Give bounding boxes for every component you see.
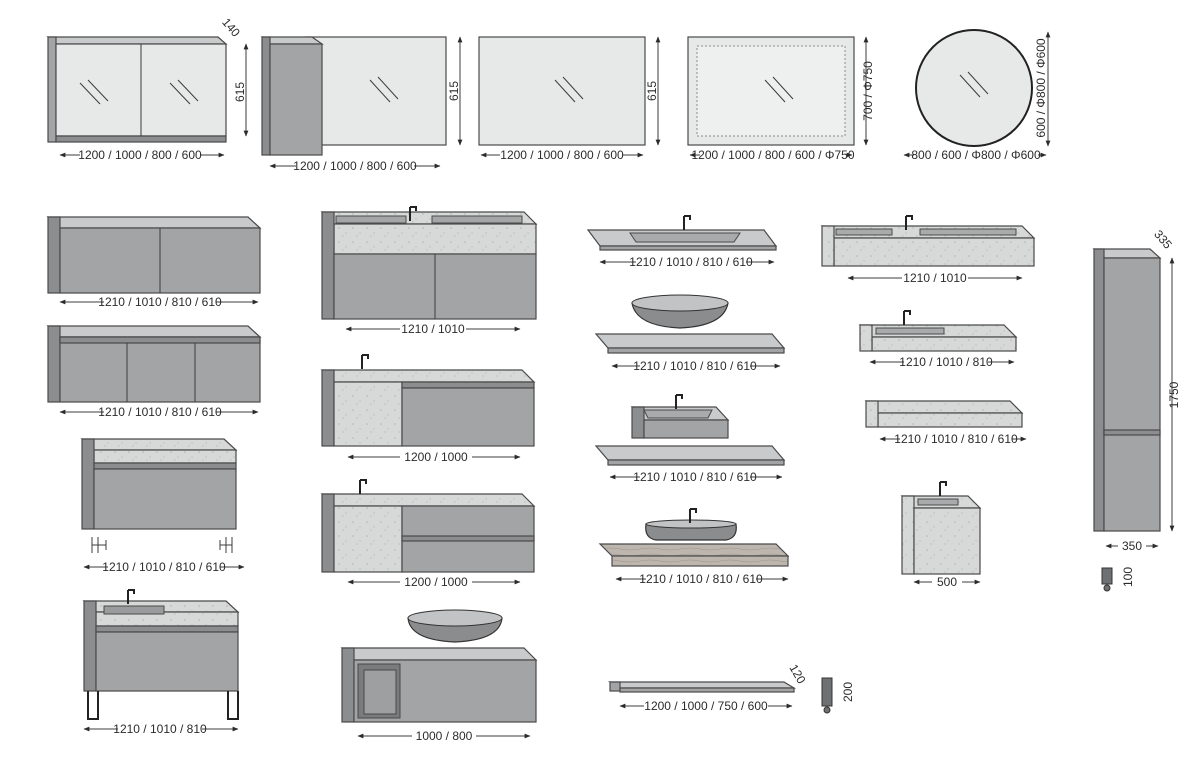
stone-cube-width: 500 [937,575,957,589]
adjustable-foot-icon [1101,567,1113,592]
trough-width: 1210 / 1010 / 810 / 610 [639,572,763,586]
vessel-on-slab-width: 1210 / 1010 / 810 / 610 [633,359,757,373]
double-basin-stone-vanity: 1210 / 1010 [320,206,538,336]
stone-two-drawer-vanity: 1200 / 1000 [320,479,536,589]
tall-unit-height: 1750 [1167,381,1181,408]
shelf-depth: 120 [786,662,808,687]
wall-bracket-left-icon [91,537,107,553]
square-basin-width: 1210 / 1010 / 810 / 610 [633,470,757,484]
wall-hung-drawer-width: 1210 / 1010 / 810 / 610 [102,560,226,574]
trough-basin-icon [645,519,737,541]
faucet-icon [683,215,691,230]
floor-unit-width: 1210 / 1010 / 810 [113,722,207,736]
cabinet-mirror: 1200 / 1000 / 800 / 600 615 140 [46,15,249,162]
base-unit-two-door: 1210 / 1010 / 810 / 610 [46,216,262,309]
stone-cube-basin: 500 [900,481,982,589]
shelf-bracket-icon [821,677,833,714]
single-drawer-width: 1200 / 1000 [404,450,468,464]
square-basin-on-slab: 1210 / 1010 / 810 / 610 [594,394,786,484]
faucet-icon [361,354,369,369]
tall-column-unit: 335 1750 350 100 [1092,227,1181,592]
base-unit-two-door-width: 1210 / 1010 / 810 / 610 [98,295,222,309]
tall-unit-depth: 335 [1151,227,1175,252]
tall-unit-foot: 100 [1121,567,1135,587]
stone-basin-block: 1210 / 1010 / 810 [858,310,1018,369]
stone-single-drawer-vanity: 1200 / 1000 [320,354,536,464]
base-unit-three-door-width: 1210 / 1010 / 810 / 610 [98,405,222,419]
trough-on-wood-slab: 1210 / 1010 / 810 / 610 [598,508,790,586]
plain-mirror: 1200 / 1000 / 800 / 600 615 [478,36,661,162]
wall-bracket-right-icon [219,537,233,553]
round-mirror: 800 / 600 / Φ800 / Φ600 600 / Φ800 / Φ60… [903,29,1051,162]
two-drawer-width: 1200 / 1000 [404,575,468,589]
integrated-basin-width: 1210 / 1010 / 810 / 610 [629,255,753,269]
double-basin-width: 1210 / 1010 [401,322,465,336]
faucet-icon [939,481,947,496]
led-mirror-height-label: 700 / Φ750 [861,61,875,121]
led-mirror-width-label: 1200 / 1000 / 800 / 600 / Φ750 [691,148,854,162]
faucet-icon [675,394,683,409]
faucet-icon [689,508,697,523]
tall-unit-width: 350 [1122,539,1142,553]
mirror-with-column: 1200 / 1000 / 800 / 600 615 [260,36,463,173]
integrated-basin-slab: 1210 / 1010 / 810 / 610 [586,215,778,269]
faucet-icon [903,310,911,325]
open-niche-vanity: 1000 / 800 [340,609,538,743]
stone-basin-block-width: 1210 / 1010 / 810 [899,355,993,369]
wall-hung-drawer-unit: 1210 / 1010 / 810 / 610 [80,438,245,574]
cabinet-mirror-width-label: 1200 / 1000 / 800 / 600 [78,148,202,162]
round-mirror-height-label: 600 / Φ800 / Φ600 [1034,38,1048,138]
floor-unit-with-legs: 1210 / 1010 / 810 [82,589,240,736]
wide-stone-block-width: 1210 / 1010 [903,271,967,285]
round-mirror-width-label: 800 / 600 / Φ800 / Φ600 [911,148,1041,162]
vessel-basin-icon [631,294,729,329]
led-mirror: 1200 / 1000 / 800 / 600 / Φ750 700 / Φ75… [687,36,875,162]
plain-stone-block: 1210 / 1010 / 810 / 610 [864,400,1027,446]
open-niche-width: 1000 / 800 [416,729,473,743]
shelf-bracket-height: 200 [841,682,855,702]
faucet-icon [127,589,135,604]
faucet-icon [905,215,913,230]
wide-stone-block: 1210 / 1010 [820,215,1036,285]
cabinet-mirror-depth-label: 140 [219,15,243,40]
mirror-with-column-width-label: 1200 / 1000 / 800 / 600 [293,159,417,173]
vessel-basin-icon [407,609,503,643]
mirror-with-column-height-label: 615 [447,81,461,101]
shelf-width: 1200 / 1000 / 750 / 600 [644,699,768,713]
faucet-icon [409,206,417,221]
vessel-on-slab: 1210 / 1010 / 810 / 610 [594,294,786,373]
base-unit-three-door: 1210 / 1010 / 810 / 610 [46,325,262,419]
faucet-icon [359,479,367,494]
plain-stone-block-width: 1210 / 1010 / 810 / 610 [894,432,1018,446]
plain-mirror-width-label: 1200 / 1000 / 800 / 600 [500,148,624,162]
wall-shelf: 1200 / 1000 / 750 / 600 120 200 [607,662,855,714]
plain-mirror-height-label: 615 [645,81,659,101]
cabinet-mirror-height-label: 615 [233,82,247,102]
